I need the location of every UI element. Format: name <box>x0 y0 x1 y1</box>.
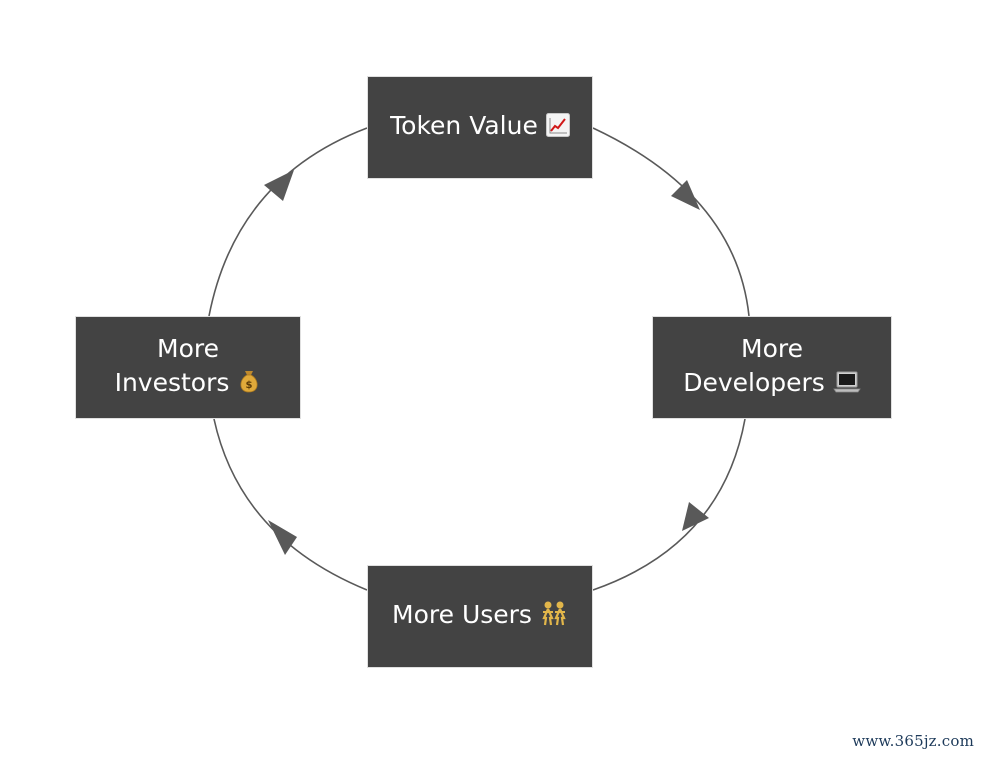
money-bag-icon: $ <box>237 368 261 403</box>
edge-token-to-developers <box>592 127 750 317</box>
node-more-users-label: More Users <box>392 600 532 629</box>
people-icon <box>540 600 568 635</box>
arrowhead-users-to-investors <box>268 520 297 555</box>
chart-increasing-icon <box>545 112 570 146</box>
edge-developers-to-users <box>592 418 746 591</box>
node-more-investors-line1: More <box>157 334 219 363</box>
node-more-investors: More Investors $ <box>75 316 301 419</box>
arrowhead-token-to-developers <box>671 180 700 210</box>
arrowhead-investors-to-token <box>264 170 294 201</box>
watermark: www.365jz.com <box>852 732 974 750</box>
edge-users-to-investors <box>213 418 368 591</box>
node-more-users: More Users <box>367 565 593 668</box>
laptop-icon <box>833 369 861 403</box>
node-more-developers: More Developers <box>652 316 892 419</box>
edge-investors-to-token <box>208 127 368 317</box>
arrowhead-developers-to-users <box>682 502 709 531</box>
svg-text:$: $ <box>246 380 253 391</box>
node-token-value-label: Token Value <box>390 111 538 140</box>
node-more-investors-line2: Investors <box>114 368 230 397</box>
node-more-developers-line1: More <box>741 334 803 363</box>
node-more-developers-line2: Developers <box>683 368 825 397</box>
node-token-value: Token Value <box>367 76 593 179</box>
